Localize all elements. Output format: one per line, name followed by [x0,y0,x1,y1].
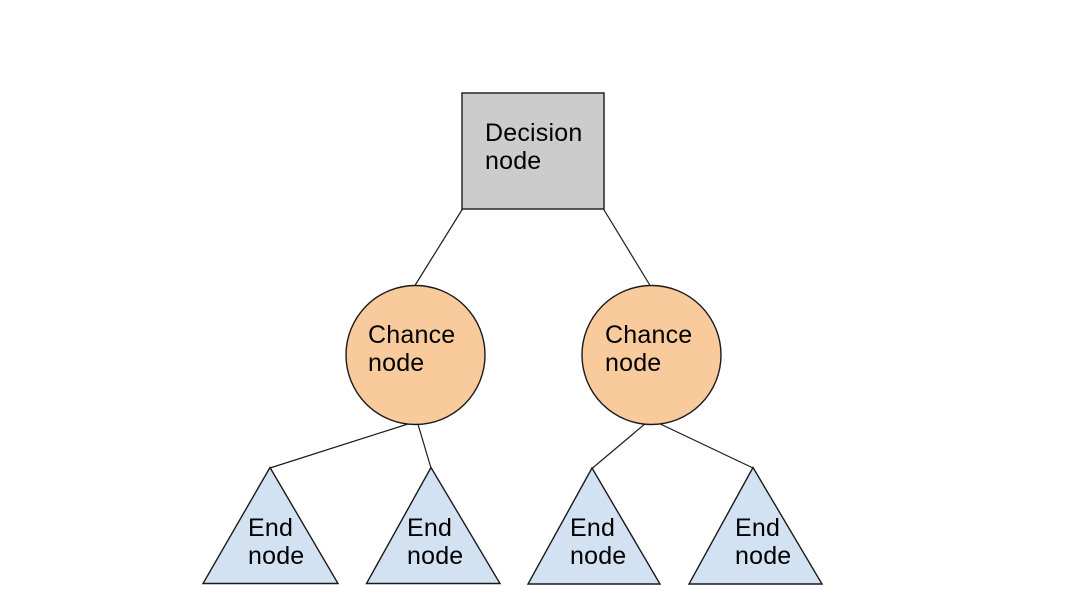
end-node-1-label: End node [248,514,305,570]
chance-node-right-label: Chance node [605,321,693,377]
decision-node-shape [461,92,605,210]
decision-node-label: Decision node [485,119,583,175]
edge-chance-right-to-end-3 [591,422,647,469]
edge-decision-to-chance-left [413,208,464,288]
edge-chance-left-to-end-2 [416,420,432,469]
chance-node-left-label: Chance node [368,321,456,377]
end-node-1-shape [201,466,340,585]
chance-node-left-shape [345,284,486,426]
chance-node-right-shape [581,284,722,426]
end-node-2-label: End node [407,514,464,570]
end-node-3-label: End node [570,514,627,570]
edge-chance-right-to-end-4 [653,420,754,469]
end-node-2-shape [365,466,502,585]
edge-chance-left-to-end-1 [269,422,412,469]
edge-decision-to-chance-right [602,208,652,288]
end-node-4-label: End node [735,514,792,570]
end-node-4-shape [687,466,824,585]
end-node-3-shape [526,466,662,585]
